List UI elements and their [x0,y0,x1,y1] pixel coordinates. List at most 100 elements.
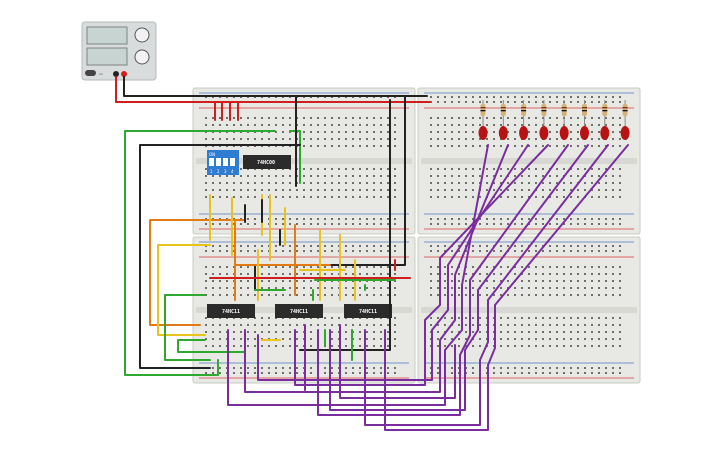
breadboard-hole[interactable] [310,250,312,252]
breadboard-hole[interactable] [500,250,502,252]
breadboard-hole[interactable] [310,182,312,184]
breadboard-hole[interactable] [451,145,453,147]
breadboard-hole[interactable] [282,117,284,119]
breadboard-hole[interactable] [394,138,396,140]
breadboard-hole[interactable] [226,182,228,184]
breadboard-hole[interactable] [612,175,614,177]
breadboard-hole[interactable] [338,223,340,225]
breadboard-hole[interactable] [394,223,396,225]
breadboard-hole[interactable] [556,331,558,333]
breadboard-hole[interactable] [577,117,579,119]
breadboard-hole[interactable] [507,280,509,282]
breadboard-hole[interactable] [233,338,235,340]
breadboard-hole[interactable] [605,287,607,289]
breadboard-hole[interactable] [507,338,509,340]
breadboard-hole[interactable] [254,245,256,247]
breadboard-hole[interactable] [310,138,312,140]
breadboard-hole[interactable] [345,367,347,369]
breadboard-hole[interactable] [500,189,502,191]
breadboard-hole[interactable] [500,280,502,282]
breadboard-hole[interactable] [324,266,326,268]
breadboard-hole[interactable] [296,245,298,247]
breadboard-hole[interactable] [535,266,537,268]
breadboard-hole[interactable] [317,245,319,247]
breadboard-hole[interactable] [331,196,333,198]
breadboard-hole[interactable] [373,338,375,340]
breadboard-hole[interactable] [472,372,474,374]
breadboard-hole[interactable] [528,345,530,347]
breadboard-hole[interactable] [507,331,509,333]
breadboard-hole[interactable] [458,96,460,98]
breadboard-hole[interactable] [458,218,460,220]
breadboard-hole[interactable] [359,250,361,252]
breadboard-hole[interactable] [563,367,565,369]
breadboard-hole[interactable] [310,324,312,326]
breadboard-hole[interactable] [359,338,361,340]
breadboard-hole[interactable] [521,287,523,289]
breadboard-hole[interactable] [387,138,389,140]
breadboard-hole[interactable] [528,280,530,282]
breadboard-hole[interactable] [394,131,396,133]
led[interactable] [478,126,488,140]
breadboard-hole[interactable] [570,250,572,252]
breadboard-hole[interactable] [387,196,389,198]
breadboard-hole[interactable] [500,266,502,268]
breadboard-hole[interactable] [359,331,361,333]
breadboard-hole[interactable] [521,266,523,268]
breadboard-hole[interactable] [219,189,221,191]
breadboard-hole[interactable] [226,266,228,268]
breadboard-hole[interactable] [303,218,305,220]
breadboard-hole[interactable] [514,145,516,147]
breadboard-hole[interactable] [465,145,467,147]
breadboard-hole[interactable] [275,372,277,374]
breadboard-hole[interactable] [458,223,460,225]
breadboard-hole[interactable] [542,218,544,220]
breadboard-hole[interactable] [500,196,502,198]
breadboard-hole[interactable] [233,196,235,198]
breadboard-hole[interactable] [331,345,333,347]
breadboard-hole[interactable] [619,331,621,333]
breadboard-hole[interactable] [430,145,432,147]
breadboard-hole[interactable] [437,287,439,289]
chip-74hc11-3-body[interactable] [344,304,392,318]
breadboard-hole[interactable] [535,138,537,140]
breadboard-hole[interactable] [226,287,228,289]
breadboard-hole[interactable] [535,338,537,340]
breadboard-hole[interactable] [254,294,256,296]
breadboard-hole[interactable] [366,218,368,220]
breadboard-hole[interactable] [324,218,326,220]
breadboard-hole[interactable] [570,317,572,319]
breadboard-hole[interactable] [493,175,495,177]
breadboard-hole[interactable] [373,294,375,296]
breadboard-hole[interactable] [282,250,284,252]
wire-purple[interactable] [364,144,609,426]
breadboard-hole[interactable] [535,372,537,374]
breadboard-hole[interactable] [247,273,249,275]
breadboard-hole[interactable] [535,168,537,170]
breadboard-hole[interactable] [619,168,621,170]
breadboard-hole[interactable] [394,294,396,296]
breadboard-hole[interactable] [486,124,488,126]
breadboard-hole[interactable] [366,131,368,133]
breadboard-hole[interactable] [612,182,614,184]
breadboard-hole[interactable] [430,189,432,191]
breadboard-hole[interactable] [584,331,586,333]
breadboard-hole[interactable] [507,218,509,220]
breadboard-hole[interactable] [331,317,333,319]
breadboard-hole[interactable] [507,131,509,133]
breadboard-hole[interactable] [240,196,242,198]
breadboard-hole[interactable] [612,196,614,198]
breadboard-hole[interactable] [521,250,523,252]
breadboard-hole[interactable] [570,189,572,191]
breadboard-hole[interactable] [296,250,298,252]
breadboard-hole[interactable] [373,223,375,225]
breadboard-hole[interactable] [535,145,537,147]
breadboard-hole[interactable] [359,117,361,119]
breadboard-hole[interactable] [226,250,228,252]
breadboard-hole[interactable] [324,273,326,275]
breadboard-hole[interactable] [373,331,375,333]
breadboard-hole[interactable] [317,117,319,119]
breadboard-hole[interactable] [472,175,474,177]
breadboard-hole[interactable] [514,317,516,319]
breadboard-hole[interactable] [619,131,621,133]
